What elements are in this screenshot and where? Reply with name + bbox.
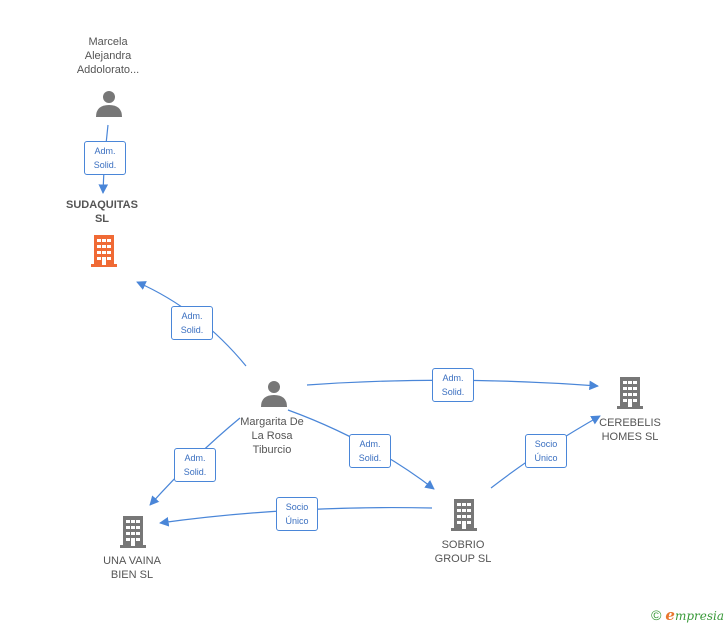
edge-label-marcela-sudaquitas[interactable]: Adm. Solid. — [84, 141, 126, 175]
brand-initial: e — [665, 606, 675, 624]
brand-logo: empresia — [665, 606, 724, 624]
person-icon[interactable] — [259, 378, 289, 408]
label-line: UNA VAINA — [103, 555, 161, 567]
label-line: Margarita De — [240, 416, 304, 428]
edge-label-line: Adm. — [94, 146, 116, 156]
edge-label-margarita-cerebelis[interactable]: Adm. Solid. — [432, 368, 474, 402]
node-label-sudaquitas: SUDAQUITAS SL — [52, 198, 152, 226]
edge-label-line: Solid. — [183, 467, 207, 477]
brand-watermark: © empresia — [651, 606, 724, 624]
brand-name: mpresia — [674, 609, 724, 623]
edge-label-line: Solid. — [93, 160, 117, 170]
building-icon[interactable] — [118, 514, 148, 548]
node-label-unavaina: UNA VAINA BIEN SL — [82, 554, 182, 582]
edge-label-line: Socio — [285, 502, 309, 512]
copyright-symbol: © — [651, 607, 662, 623]
building-icon[interactable] — [449, 497, 479, 531]
label-line: SOBRIO — [441, 539, 485, 551]
label-line: Marcela — [88, 36, 128, 48]
edge-label-line: Solid. — [180, 325, 204, 335]
node-label-margarita: Margarita De La Rosa Tiburcio — [222, 415, 322, 457]
edge-label-line: Solid. — [358, 453, 382, 463]
person-icon[interactable] — [94, 88, 124, 118]
edge-label-line: Socio — [534, 439, 558, 449]
label-line: La Rosa — [251, 430, 293, 442]
label-line: Tiburcio — [252, 444, 292, 456]
edge-label-sobrio-cerebelis[interactable]: Socio Único — [525, 434, 567, 468]
edge-label-line: Adm. — [181, 311, 203, 321]
edge-label-sobrio-unavaina[interactable]: Socio Único — [276, 497, 318, 531]
building-icon[interactable] — [615, 375, 645, 409]
label-line: Alejandra — [84, 50, 132, 62]
edge-label-margarita-unavaina[interactable]: Adm. Solid. — [174, 448, 216, 482]
node-label-marcela: Marcela Alejandra Addolorato... — [58, 35, 158, 77]
label-line: GROUP SL — [434, 553, 492, 565]
label-line: SL — [94, 213, 110, 225]
edge-label-line: Único — [285, 516, 309, 526]
label-line: HOMES SL — [601, 431, 659, 443]
node-label-cerebelis: CEREBELIS HOMES SL — [580, 416, 680, 444]
edge-label-line: Adm. — [442, 373, 464, 383]
label-line: BIEN SL — [110, 569, 154, 581]
edge-label-margarita-sudaquitas[interactable]: Adm. Solid. — [171, 306, 213, 340]
building-icon-highlighted[interactable] — [89, 233, 119, 267]
edge-label-line: Adm. — [184, 453, 206, 463]
label-line: CEREBELIS — [599, 417, 661, 429]
label-line: Addolorato... — [76, 64, 140, 76]
edge-label-line: Solid. — [441, 387, 465, 397]
edge-label-margarita-sobrio[interactable]: Adm. Solid. — [349, 434, 391, 468]
edge-label-line: Adm. — [359, 439, 381, 449]
label-line: SUDAQUITAS — [66, 199, 138, 211]
edge-label-line: Único — [534, 453, 558, 463]
node-label-sobrio: SOBRIO GROUP SL — [413, 538, 513, 566]
